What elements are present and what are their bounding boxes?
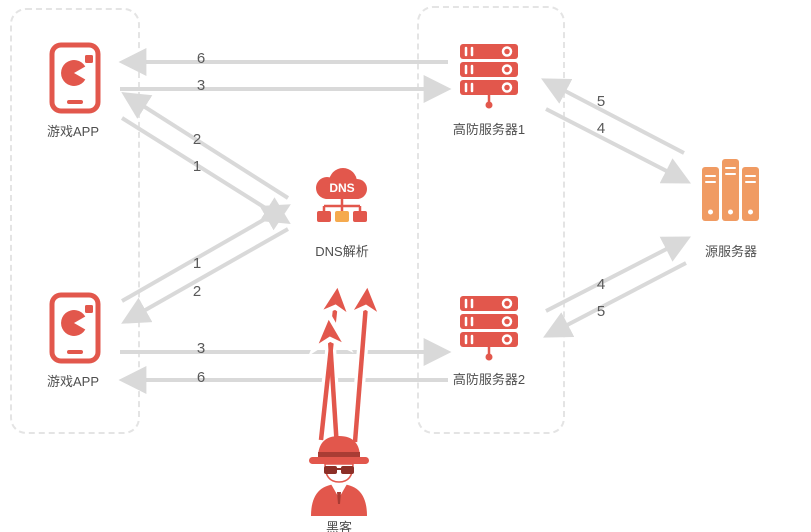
defense-server-2-node: [455, 292, 523, 364]
hacker-icon: [309, 436, 369, 516]
flow-label-2-upper: 2: [192, 131, 202, 148]
hacker-label: 黑客: [325, 520, 352, 532]
attack-arrow-right: [341, 277, 388, 443]
defense-server-1-node: [455, 40, 523, 112]
hacker-node: [304, 430, 374, 516]
flow-label-3-bottom: 3: [196, 340, 206, 357]
game-app-1-node: [48, 42, 102, 114]
origin-server-label: 源服务器: [704, 244, 757, 259]
flow-label-4-upper-right: 4: [596, 120, 606, 137]
flow-label-5-upper-right: 5: [596, 93, 606, 110]
game-app-icon: [49, 42, 101, 114]
server-icon: [460, 44, 518, 109]
flow-line-5-origin-server2: [543, 261, 687, 338]
dns-badge-text: DNS: [329, 181, 354, 195]
dns-node: DNS: [305, 162, 379, 228]
attack-arrows: [308, 277, 388, 454]
flow-line-5-origin-server1: [541, 78, 685, 155]
game-app-icon: [49, 292, 101, 364]
flow-line-2-dns-app1: [121, 91, 290, 200]
defense-server-1-label: 高防服务器1: [452, 122, 526, 137]
flow-line-4-server1-origin: [545, 107, 691, 184]
origin-server-node: [698, 155, 764, 229]
server-icon: [460, 296, 518, 361]
flow-label-1-upper: 1: [192, 158, 202, 175]
flow-label-3-top: 3: [196, 77, 206, 94]
game-app-2-label: 游戏APP: [46, 374, 99, 389]
defense-zone-border: [417, 6, 565, 434]
flow-label-5-lower-right: 5: [596, 303, 606, 320]
flow-label-1-lower: 1: [192, 255, 202, 272]
flow-line-2-dns-app2: [121, 227, 289, 324]
game-app-1-label: 游戏APP: [46, 124, 99, 139]
game-app-2-node: [48, 292, 102, 364]
attack-arrow-left: [311, 277, 357, 441]
flow-label-4-lower-right: 4: [596, 276, 606, 293]
defense-server-2-label: 高防服务器2: [452, 372, 526, 387]
flow-label-6-top: 6: [196, 50, 206, 67]
origin-server-icon: [702, 159, 759, 221]
flow-line-4-server2-origin: [545, 236, 691, 313]
dns-label: DNS解析: [315, 244, 369, 259]
dns-cloud-icon: DNS: [316, 168, 367, 222]
flow-label-2-lower: 2: [192, 283, 202, 300]
flow-label-6-bottom: 6: [196, 369, 206, 386]
